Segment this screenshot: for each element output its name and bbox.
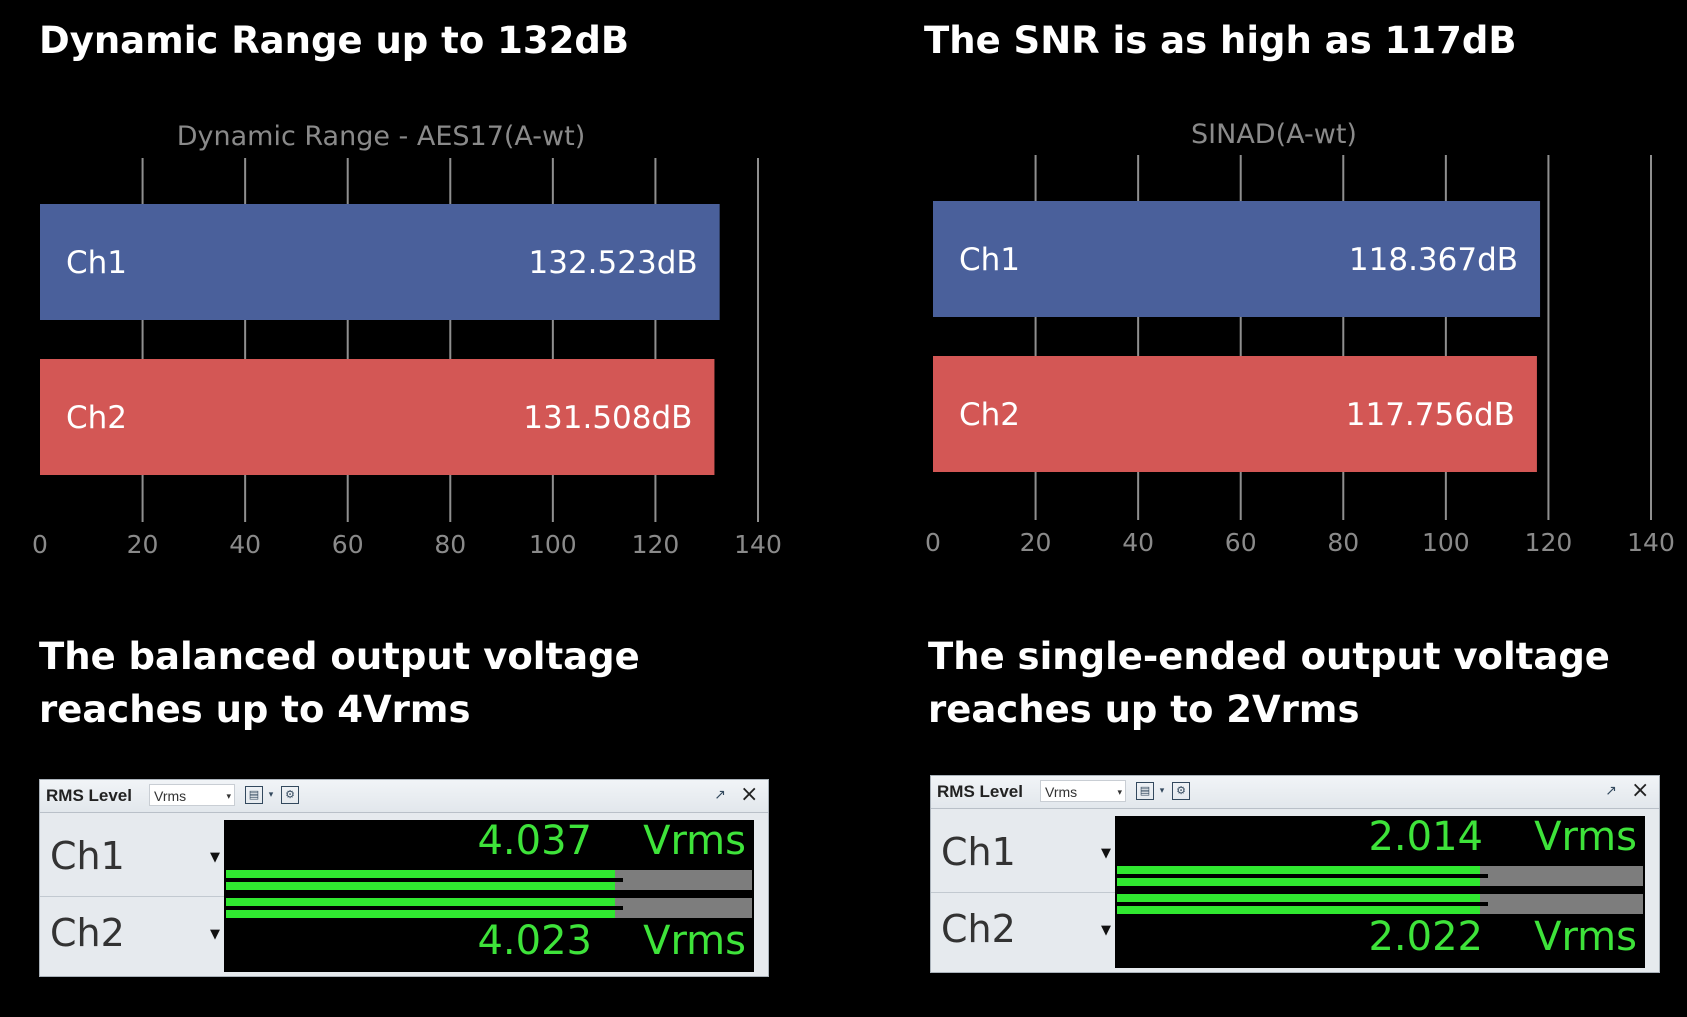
bar-category-label: Ch2 (959, 397, 1020, 433)
tick-label: 80 (1327, 528, 1359, 557)
tick-label: 100 (1422, 528, 1470, 557)
ch2-unit: Vrms (1534, 914, 1637, 960)
chevron-down-icon[interactable]: ▼ (210, 850, 220, 865)
chevron-down-icon[interactable]: ▾ (1159, 786, 1165, 796)
ch2-peak-line (1117, 902, 1488, 906)
meter-toolbar: RMS Level Vrms ▾ ▤ ▾ ⚙ ↗ × (931, 776, 1659, 809)
bar-ch2 (933, 356, 1537, 472)
gear-icon[interactable]: ⚙ (1172, 782, 1190, 800)
single-ended-output-line2: reaches up to 2Vrms (928, 688, 1360, 731)
tick-label: 40 (1122, 528, 1154, 557)
tick-label: 40 (229, 530, 261, 559)
chevron-down-icon: ▾ (226, 791, 231, 801)
chevron-down-icon: ▾ (1117, 787, 1122, 797)
tick-label: 20 (1020, 528, 1052, 557)
balanced-output-heading: The balanced output voltage reaches up t… (39, 630, 640, 736)
snr-heading: The SNR is as high as 117dB (924, 19, 1517, 62)
bar-ch1 (40, 204, 720, 320)
unit-select-value: Vrms (154, 788, 187, 804)
meter-row-ch1[interactable]: Ch1 ▼ (40, 820, 224, 897)
bar-value-label: 131.508dB (523, 400, 692, 436)
tick-label: 140 (734, 530, 782, 559)
tick-label: 100 (529, 530, 577, 559)
chart-title: SINAD(A-wt) (1191, 119, 1357, 150)
close-icon[interactable]: × (740, 782, 759, 807)
ch1-unit: Vrms (1534, 814, 1637, 860)
unit-select-value: Vrms (1045, 784, 1078, 800)
dynamic-range-heading: Dynamic Range up to 132dB (39, 19, 630, 62)
rms-level-meter-single-ended: RMS Level Vrms ▾ ▤ ▾ ⚙ ↗ × Ch1 ▼ Ch2 ▼ 2… (930, 775, 1660, 973)
meter-row-ch2[interactable]: Ch2 ▼ (40, 897, 224, 973)
bar-value-label: 132.523dB (529, 245, 698, 281)
tick-label: 60 (1225, 528, 1257, 557)
bar-ch2 (40, 359, 715, 475)
tick-label: 140 (1627, 528, 1675, 557)
ch1-unit: Vrms (643, 818, 746, 864)
meter-row-ch2[interactable]: Ch2 ▼ (931, 893, 1115, 969)
bar-ch1 (933, 201, 1541, 317)
meter-title: RMS Level (46, 786, 132, 805)
bar-value-label: 118.367dB (1349, 242, 1518, 278)
bar-category-label: Ch1 (66, 245, 127, 281)
meter-toolbar: RMS Level Vrms ▾ ▤ ▾ ⚙ ↗ × (40, 780, 768, 813)
chart-title: Dynamic Range - AES17(A-wt) (177, 121, 586, 152)
ch2-unit: Vrms (643, 918, 746, 964)
tick-label: 80 (434, 530, 466, 559)
close-icon[interactable]: × (1631, 778, 1650, 803)
display-mode-icon[interactable]: ▤ (245, 786, 263, 804)
balanced-output-line2: reaches up to 4Vrms (39, 688, 471, 731)
meter-display: 2.014 Vrms 2.022 Vrms (1115, 814, 1645, 968)
unit-select[interactable]: Vrms ▾ (149, 784, 235, 806)
meter-row-ch1[interactable]: Ch1 ▼ (931, 816, 1115, 893)
ch2-value: 2.022 (1368, 914, 1483, 960)
single-ended-output-line1: The single-ended output voltage (928, 635, 1610, 678)
tick-label: 0 (925, 528, 941, 557)
ch2-peak-line (226, 906, 624, 910)
tick-label: 120 (1525, 528, 1573, 557)
chevron-down-icon[interactable]: ▼ (210, 927, 220, 942)
bar-category-label: Ch2 (66, 400, 127, 436)
channel-label: Ch1 (941, 830, 1016, 874)
chevron-down-icon[interactable]: ▾ (268, 790, 274, 800)
bar-charts: Dynamic Range - AES17(A-wt) Ch1 132.523dB C… (32, 119, 1675, 559)
meter-display: 4.037 Vrms 4.023 Vrms (224, 818, 754, 972)
pop-out-icon[interactable]: ↗ (714, 787, 726, 803)
meter-title: RMS Level (937, 782, 1023, 801)
tick-label: 20 (127, 530, 159, 559)
balanced-output-line1: The balanced output voltage (39, 635, 640, 678)
ch1-peak-line (226, 878, 624, 882)
rms-level-meter-balanced: RMS Level Vrms ▾ ▤ ▾ ⚙ ↗ × Ch1 ▼ Ch2 ▼ 4… (39, 779, 769, 977)
chevron-down-icon[interactable]: ▼ (1101, 923, 1111, 938)
tick-label: 60 (332, 530, 364, 559)
channel-label: Ch1 (50, 834, 125, 878)
bar-category-label: Ch1 (959, 242, 1020, 278)
ch2-value: 4.023 (477, 918, 592, 964)
display-mode-icon[interactable]: ▤ (1136, 782, 1154, 800)
gear-icon[interactable]: ⚙ (281, 786, 299, 804)
tick-label: 0 (32, 530, 48, 559)
channel-label: Ch2 (50, 911, 125, 955)
ch1-value: 2.014 (1368, 814, 1483, 860)
ch1-value: 4.037 (477, 818, 592, 864)
ch1-peak-line (1117, 874, 1488, 878)
unit-select[interactable]: Vrms ▾ (1040, 780, 1126, 802)
pop-out-icon[interactable]: ↗ (1605, 783, 1617, 799)
single-ended-output-heading: The single-ended output voltage reaches … (928, 630, 1610, 736)
bar-value-label: 117.756dB (1346, 397, 1515, 433)
tick-label: 120 (632, 530, 680, 559)
chevron-down-icon[interactable]: ▼ (1101, 846, 1111, 861)
channel-label: Ch2 (941, 907, 1016, 951)
